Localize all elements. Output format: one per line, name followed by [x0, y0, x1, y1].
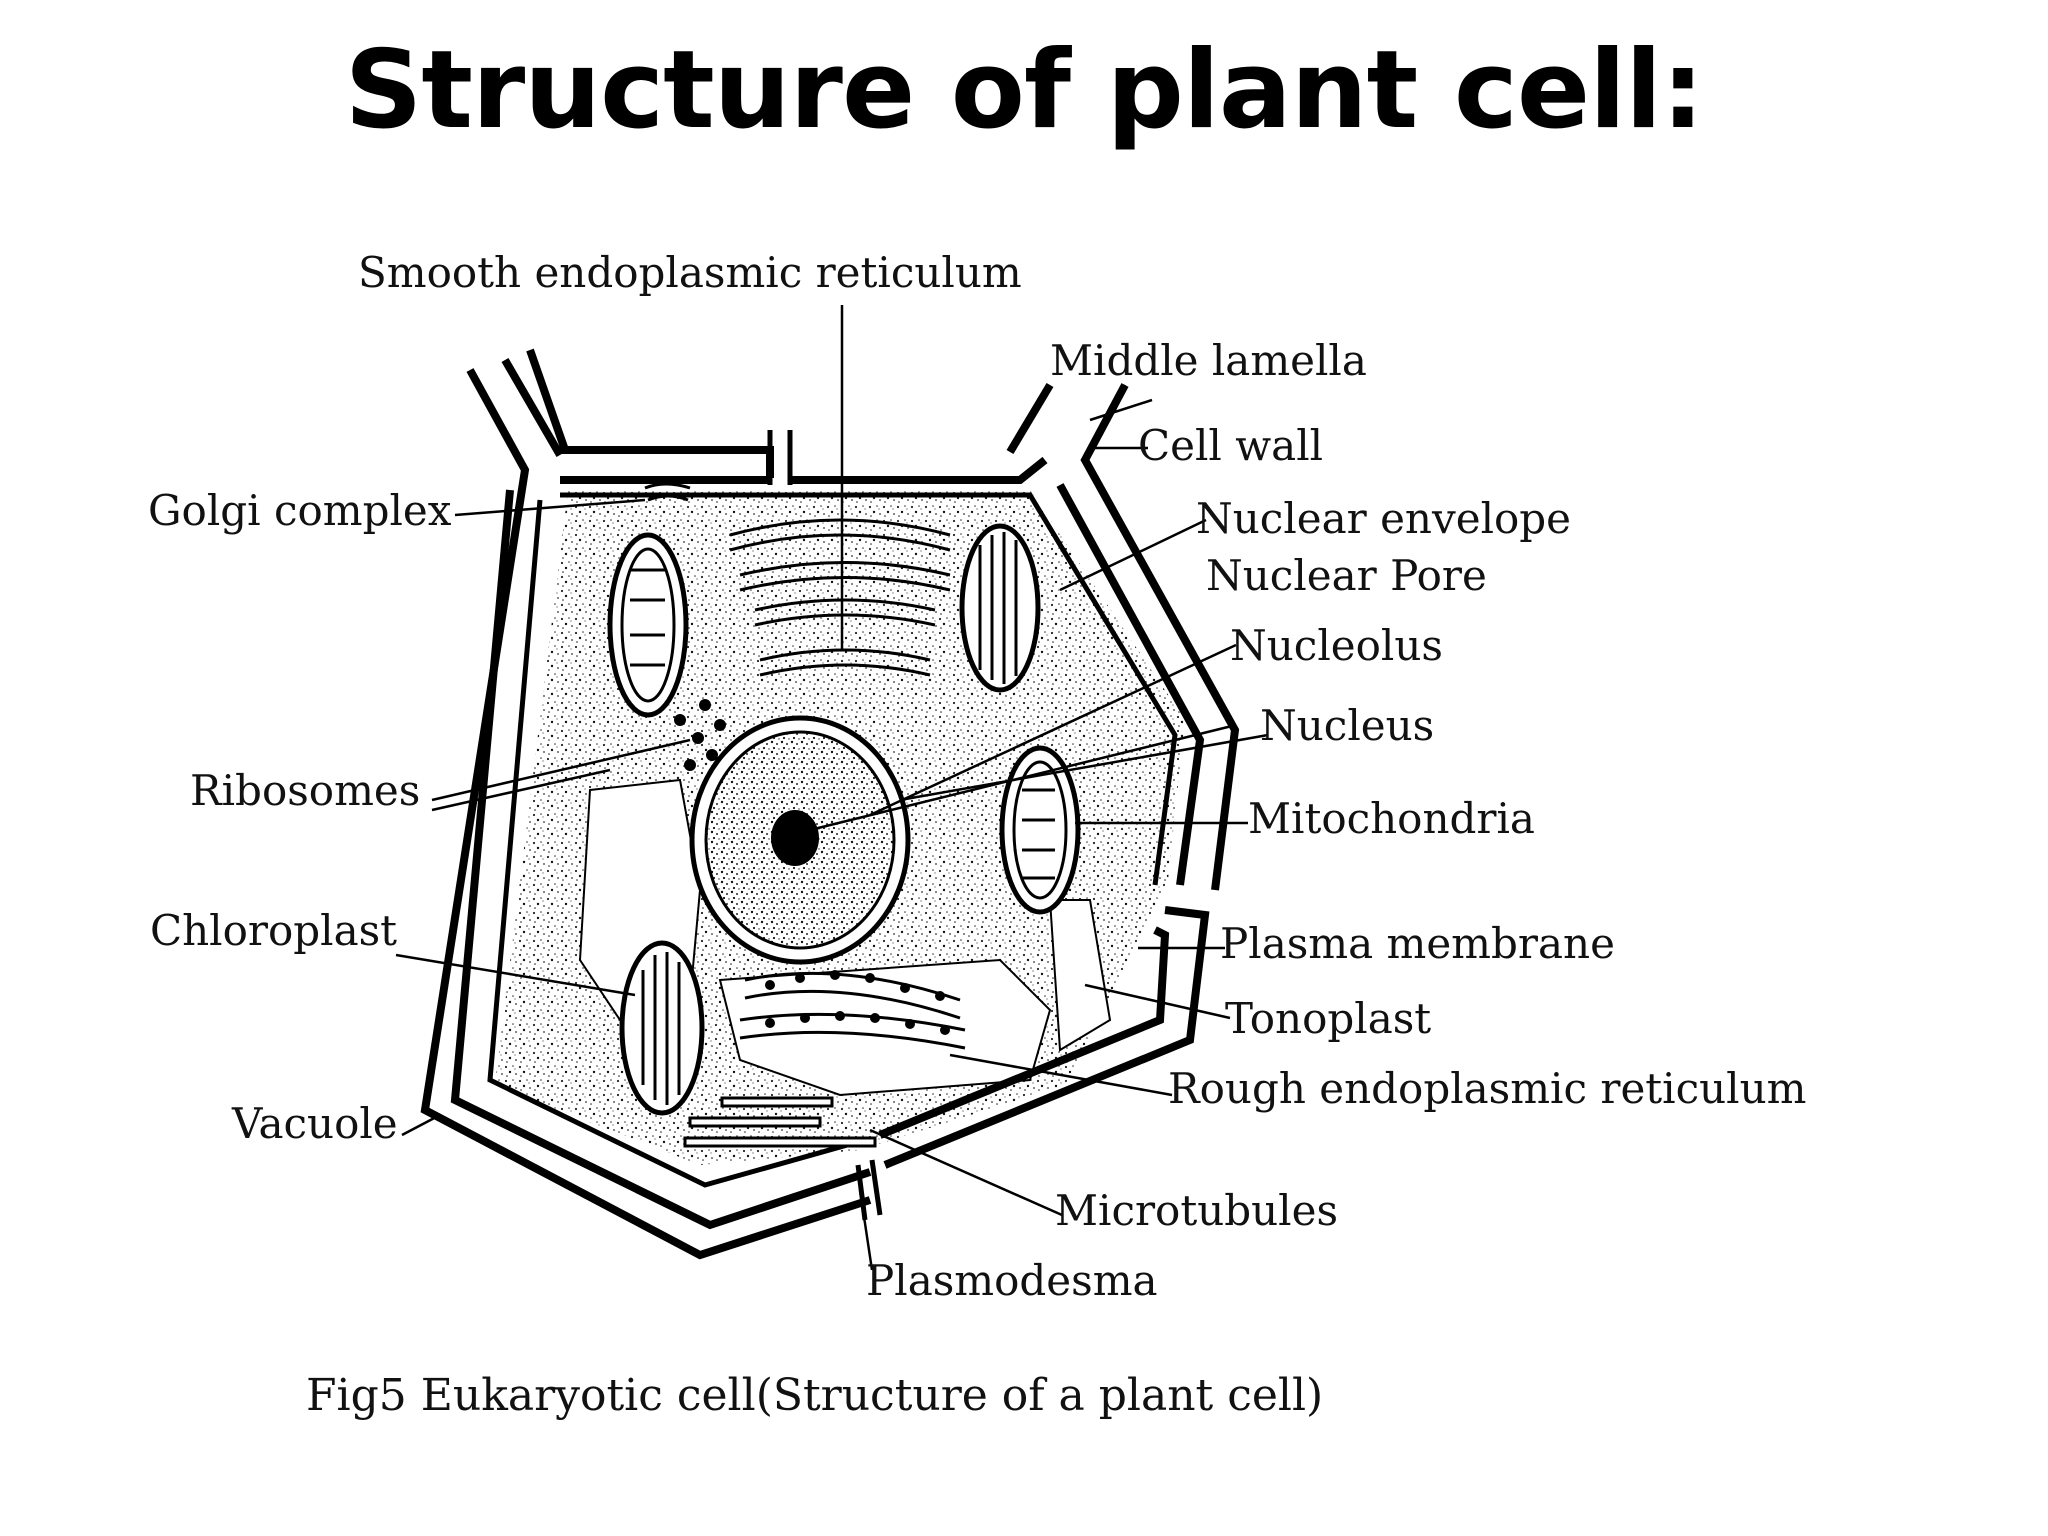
label-mitochondria: Mitochondria [1248, 794, 1535, 843]
plasma-membrane-line [560, 492, 1178, 886]
cell-wall-line-5 [790, 456, 1048, 484]
plasmodesma-top [767, 430, 793, 485]
label-nuclear-envelope: Nuclear envelope [1196, 494, 1571, 543]
cell-wall-line-1 [420, 368, 872, 1260]
label-plasma-membrane: Plasma membrane [1220, 919, 1615, 968]
label-nucleolus: Nucleolus [1230, 621, 1443, 670]
cell-wall-line-9 [883, 906, 1210, 1169]
label-cell-wall: Cell wall [1138, 421, 1323, 470]
label-nuclear-pore: Nuclear Pore [1206, 551, 1487, 600]
rough-er [739, 971, 966, 1050]
label-vacuole: Vacuole [231, 1099, 398, 1148]
label-tonoplast: Tonoplast [1225, 994, 1431, 1043]
leader-lines [395, 305, 1269, 1271]
label-rough-er: Rough endoplasmic reticulum [1168, 1064, 1807, 1113]
rough-er-ribosomes [765, 970, 950, 1035]
slide-title: Structure of plant cell: [344, 28, 1705, 153]
nucleolus [771, 810, 819, 866]
label-nucleus: Nucleus [1260, 701, 1434, 750]
nucleus [689, 715, 911, 965]
label-middle-lamella: Middle lamella [1050, 336, 1367, 385]
golgi-complex [644, 482, 691, 502]
label-golgi-complex: Golgi complex [148, 486, 452, 535]
ribosome-dots [674, 699, 726, 771]
label-microtubules: Microtubules [1055, 1186, 1338, 1235]
cell-wall-line-3 [450, 489, 872, 1230]
smooth-er [729, 518, 951, 677]
cell-wall-line-8 [1056, 483, 1205, 886]
chloroplast-top-left [607, 532, 689, 718]
label-ribosomes: Ribosomes [190, 766, 420, 815]
mitochondrion-right [999, 745, 1081, 915]
cell-wall-line-7 [1080, 383, 1240, 891]
microtubules [683, 1096, 877, 1148]
plasma-membrane-lower [487, 499, 866, 1188]
label-chloroplast: Chloroplast [150, 906, 397, 955]
cell-wall-outer [526, 348, 774, 478]
label-smooth-er: Smooth endoplasmic reticulum [358, 248, 1022, 297]
figure-caption: Fig5 Eukaryotic cell(Structure of a plan… [306, 1370, 1323, 1421]
chloroplast-top-right [959, 523, 1041, 693]
cell-wall-line-10 [878, 926, 1170, 1139]
cell-wall-line-6 [1006, 382, 1054, 455]
cell-wall-line-2 [501, 357, 564, 458]
label-plasmodesma: Plasmodesma [866, 1256, 1158, 1305]
chloroplast-bottom-left [619, 940, 705, 1116]
